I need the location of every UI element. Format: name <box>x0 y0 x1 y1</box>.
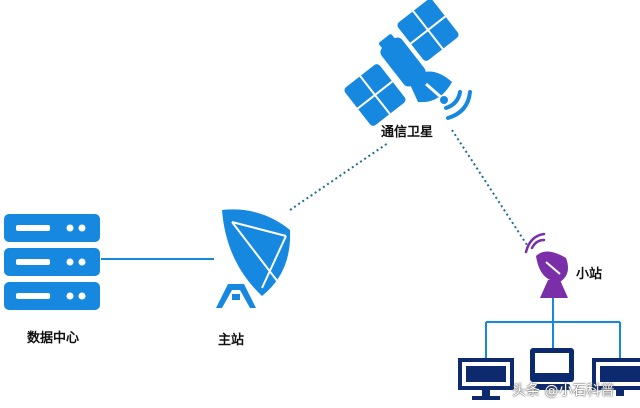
small-station-label: 小站 <box>576 267 603 282</box>
terminal-pc-icon <box>530 348 574 390</box>
terminal-monitor-icon <box>458 358 514 400</box>
downlink-line <box>451 129 528 246</box>
lan-tree <box>485 298 621 358</box>
master-station-label: 主站 <box>218 333 245 348</box>
master-station-dish-icon <box>216 209 291 308</box>
satellite-label: 通信卫星 <box>381 125 434 140</box>
uplink-line <box>289 142 389 211</box>
data-center-label: 数据中心 <box>27 331 80 346</box>
terminal-monitor-right-icon <box>592 358 640 396</box>
satellite-icon <box>344 0 472 126</box>
small-station-dish-icon <box>524 232 568 298</box>
watermark-text: 头条 @小石科普 <box>512 383 615 399</box>
server-rack-icon <box>4 214 100 310</box>
